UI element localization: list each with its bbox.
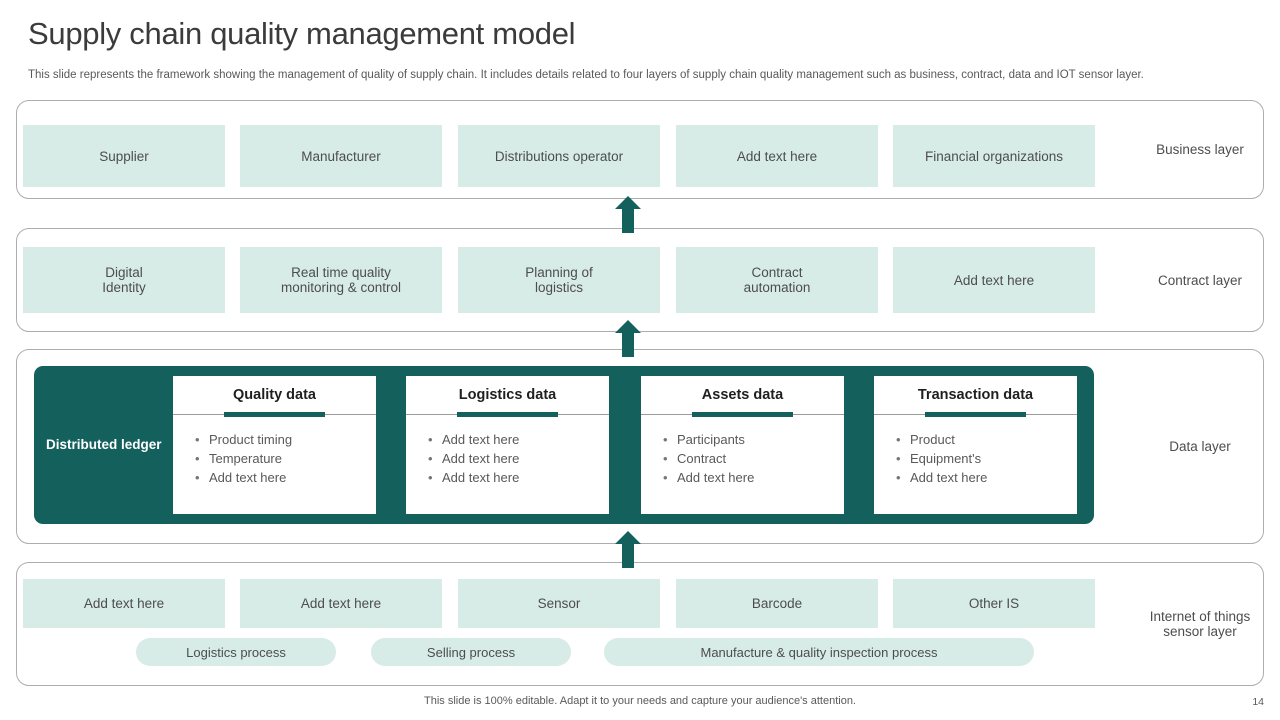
business-layer-container: Supplier Manufacturer Distributions oper… bbox=[16, 100, 1264, 199]
data-card-logistics: Logistics data Add text here Add text he… bbox=[406, 376, 609, 514]
card-divider bbox=[874, 412, 1077, 417]
data-card-quality: Quality data Product timing Temperature … bbox=[173, 376, 376, 514]
bullet-item: Add text here bbox=[663, 469, 844, 488]
pill-logistics-process: Logistics process bbox=[136, 638, 336, 666]
bullet-item: Add text here bbox=[428, 450, 609, 469]
business-box-add-text: Add text here bbox=[676, 125, 878, 187]
slide-subtitle: This slide represents the framework show… bbox=[28, 69, 1144, 81]
contract-box-add-text: Add text here bbox=[893, 247, 1095, 313]
data-card-title: Assets data bbox=[701, 387, 784, 403]
data-card-bullets: Add text here Add text here Add text her… bbox=[406, 431, 609, 488]
iot-box-barcode: Barcode bbox=[676, 579, 878, 628]
page-title: Supply chain quality management model bbox=[28, 16, 576, 51]
bullet-item: Contract bbox=[663, 450, 844, 469]
up-arrow-icon bbox=[615, 531, 641, 568]
page-number: 14 bbox=[1252, 696, 1264, 708]
data-card-transaction: Transaction data Product Equipment's Add… bbox=[874, 376, 1077, 514]
data-layer-label: Data layer bbox=[1169, 439, 1231, 454]
data-layer-container: Distributed ledger Quality data Product … bbox=[16, 349, 1264, 544]
bullet-item: Participants bbox=[663, 431, 844, 450]
data-card-title: Transaction data bbox=[917, 387, 1034, 403]
data-card-assets: Assets data Participants Contract Add te… bbox=[641, 376, 844, 514]
data-card-bullets: Participants Contract Add text here bbox=[641, 431, 844, 488]
bullet-item: Equipment's bbox=[896, 450, 1077, 469]
contract-box-planning-of-logistics: Planning of logistics bbox=[458, 247, 660, 313]
contract-box-real-time-quality: Real time quality monitoring & control bbox=[240, 247, 442, 313]
contract-layer-container: Digital Identity Real time quality monit… bbox=[16, 228, 1264, 332]
data-card-title: Quality data bbox=[233, 387, 316, 403]
pill-selling-process: Selling process bbox=[371, 638, 571, 666]
contract-box-digital-identity: Digital Identity bbox=[23, 247, 225, 313]
business-box-financial-organizations: Financial organizations bbox=[893, 125, 1095, 187]
business-layer-label: Business layer bbox=[1156, 142, 1244, 157]
data-card-title: Logistics data bbox=[458, 387, 557, 403]
bullet-item: Add text here bbox=[195, 469, 376, 488]
iot-layer-container: Add text here Add text here Sensor Barco… bbox=[16, 562, 1264, 686]
contract-layer-label: Contract layer bbox=[1157, 272, 1243, 288]
distributed-ledger-panel: Distributed ledger Quality data Product … bbox=[34, 366, 1094, 524]
iot-box-sensor: Sensor bbox=[458, 579, 660, 628]
footer-note: This slide is 100% editable. Adapt it to… bbox=[424, 695, 856, 707]
card-divider bbox=[641, 412, 844, 417]
business-box-distributions-operator: Distributions operator bbox=[458, 125, 660, 187]
data-card-bullets: Product timing Temperature Add text here bbox=[173, 431, 376, 488]
up-arrow-icon bbox=[615, 196, 641, 233]
data-card-bullets: Product Equipment's Add text here bbox=[874, 431, 1077, 488]
bullet-item: Product bbox=[896, 431, 1077, 450]
iot-box-add-text-1: Add text here bbox=[23, 579, 225, 628]
bullet-item: Temperature bbox=[195, 450, 376, 469]
iot-box-add-text-2: Add text here bbox=[240, 579, 442, 628]
bullet-item: Add text here bbox=[428, 431, 609, 450]
contract-box-contract-automation: Contract automation bbox=[676, 247, 878, 313]
card-divider bbox=[406, 412, 609, 417]
bullet-item: Add text here bbox=[428, 469, 609, 488]
iot-box-other-is: Other IS bbox=[893, 579, 1095, 628]
distributed-ledger-label: Distributed ledger bbox=[46, 436, 162, 452]
up-arrow-icon bbox=[615, 320, 641, 357]
bullet-item: Add text here bbox=[896, 469, 1077, 488]
pill-manufacture-quality-inspection: Manufacture & quality inspection process bbox=[604, 638, 1034, 666]
business-box-supplier: Supplier bbox=[23, 125, 225, 187]
bullet-item: Product timing bbox=[195, 431, 376, 450]
card-divider bbox=[173, 412, 376, 417]
business-box-manufacturer: Manufacturer bbox=[240, 125, 442, 187]
iot-layer-label: Internet of things sensor layer bbox=[1149, 609, 1251, 639]
